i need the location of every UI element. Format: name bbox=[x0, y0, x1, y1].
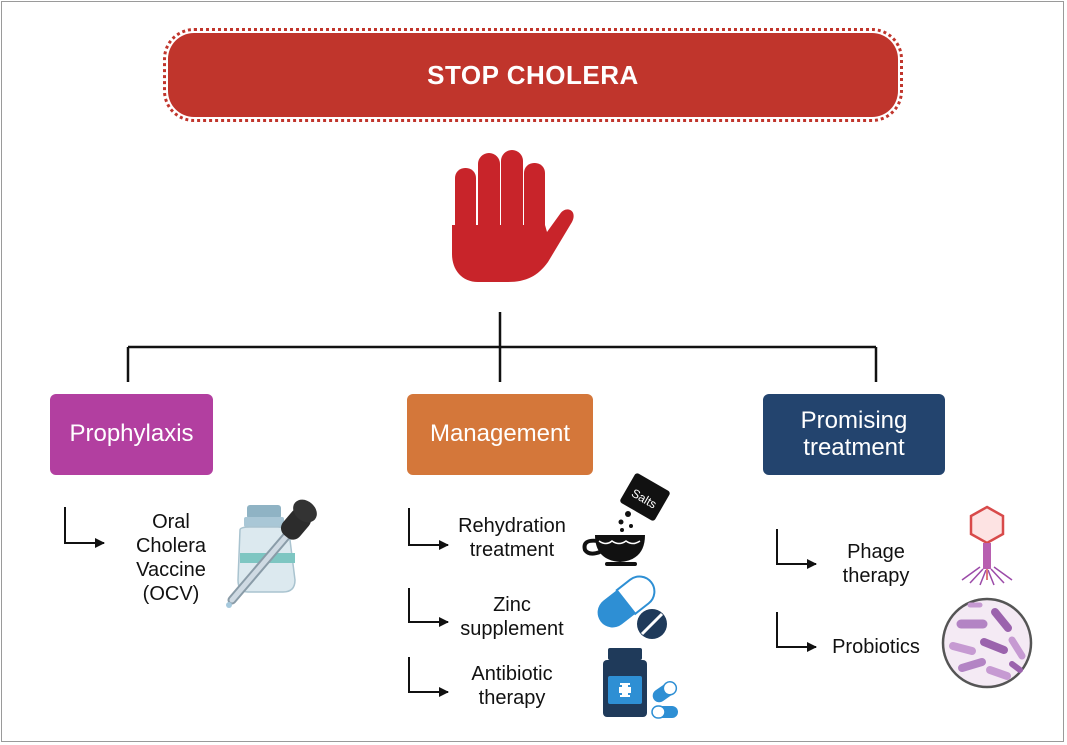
category-promising-treatment: Promising treatment bbox=[763, 394, 945, 475]
item-phage-therapy: Phage therapy bbox=[842, 541, 910, 587]
tree-connectors bbox=[126, 312, 878, 382]
title-text: STOP CHOLERA bbox=[427, 59, 639, 90]
bacteria-petri-icon bbox=[941, 597, 1033, 689]
arrow-antibiotic bbox=[408, 657, 449, 697]
bacteriophage-icon bbox=[961, 505, 1013, 586]
arrow-ocv bbox=[64, 507, 105, 548]
item-probiotics: Probiotics bbox=[832, 636, 920, 658]
vaccine-vial-dropper-icon bbox=[226, 499, 317, 608]
stop-hand-icon bbox=[452, 150, 574, 282]
arrow-phage bbox=[776, 529, 817, 569]
category-prophylaxis: Prophylaxis bbox=[50, 394, 213, 475]
capsule-tablet-icon bbox=[597, 575, 667, 639]
oral-rehydration-salts-icon: Salts bbox=[582, 473, 670, 566]
arrow-zinc bbox=[408, 588, 449, 627]
item-oral-cholera-vaccine: Oral Cholera Vaccine (OCV) bbox=[135, 511, 207, 605]
item-rehydration-treatment: Rehydration treatment bbox=[458, 515, 566, 561]
medicine-bottle-icon bbox=[603, 648, 678, 719]
arrow-rehydration bbox=[408, 508, 449, 550]
arrow-probiotics bbox=[776, 612, 817, 652]
item-arrows bbox=[64, 507, 817, 697]
title-banner: STOP CHOLERA bbox=[163, 28, 903, 122]
item-zinc-supplement: Zinc supplement bbox=[460, 594, 564, 640]
item-antibiotic-therapy: Antibiotic therapy bbox=[471, 663, 553, 709]
category-management: Management bbox=[407, 394, 593, 475]
